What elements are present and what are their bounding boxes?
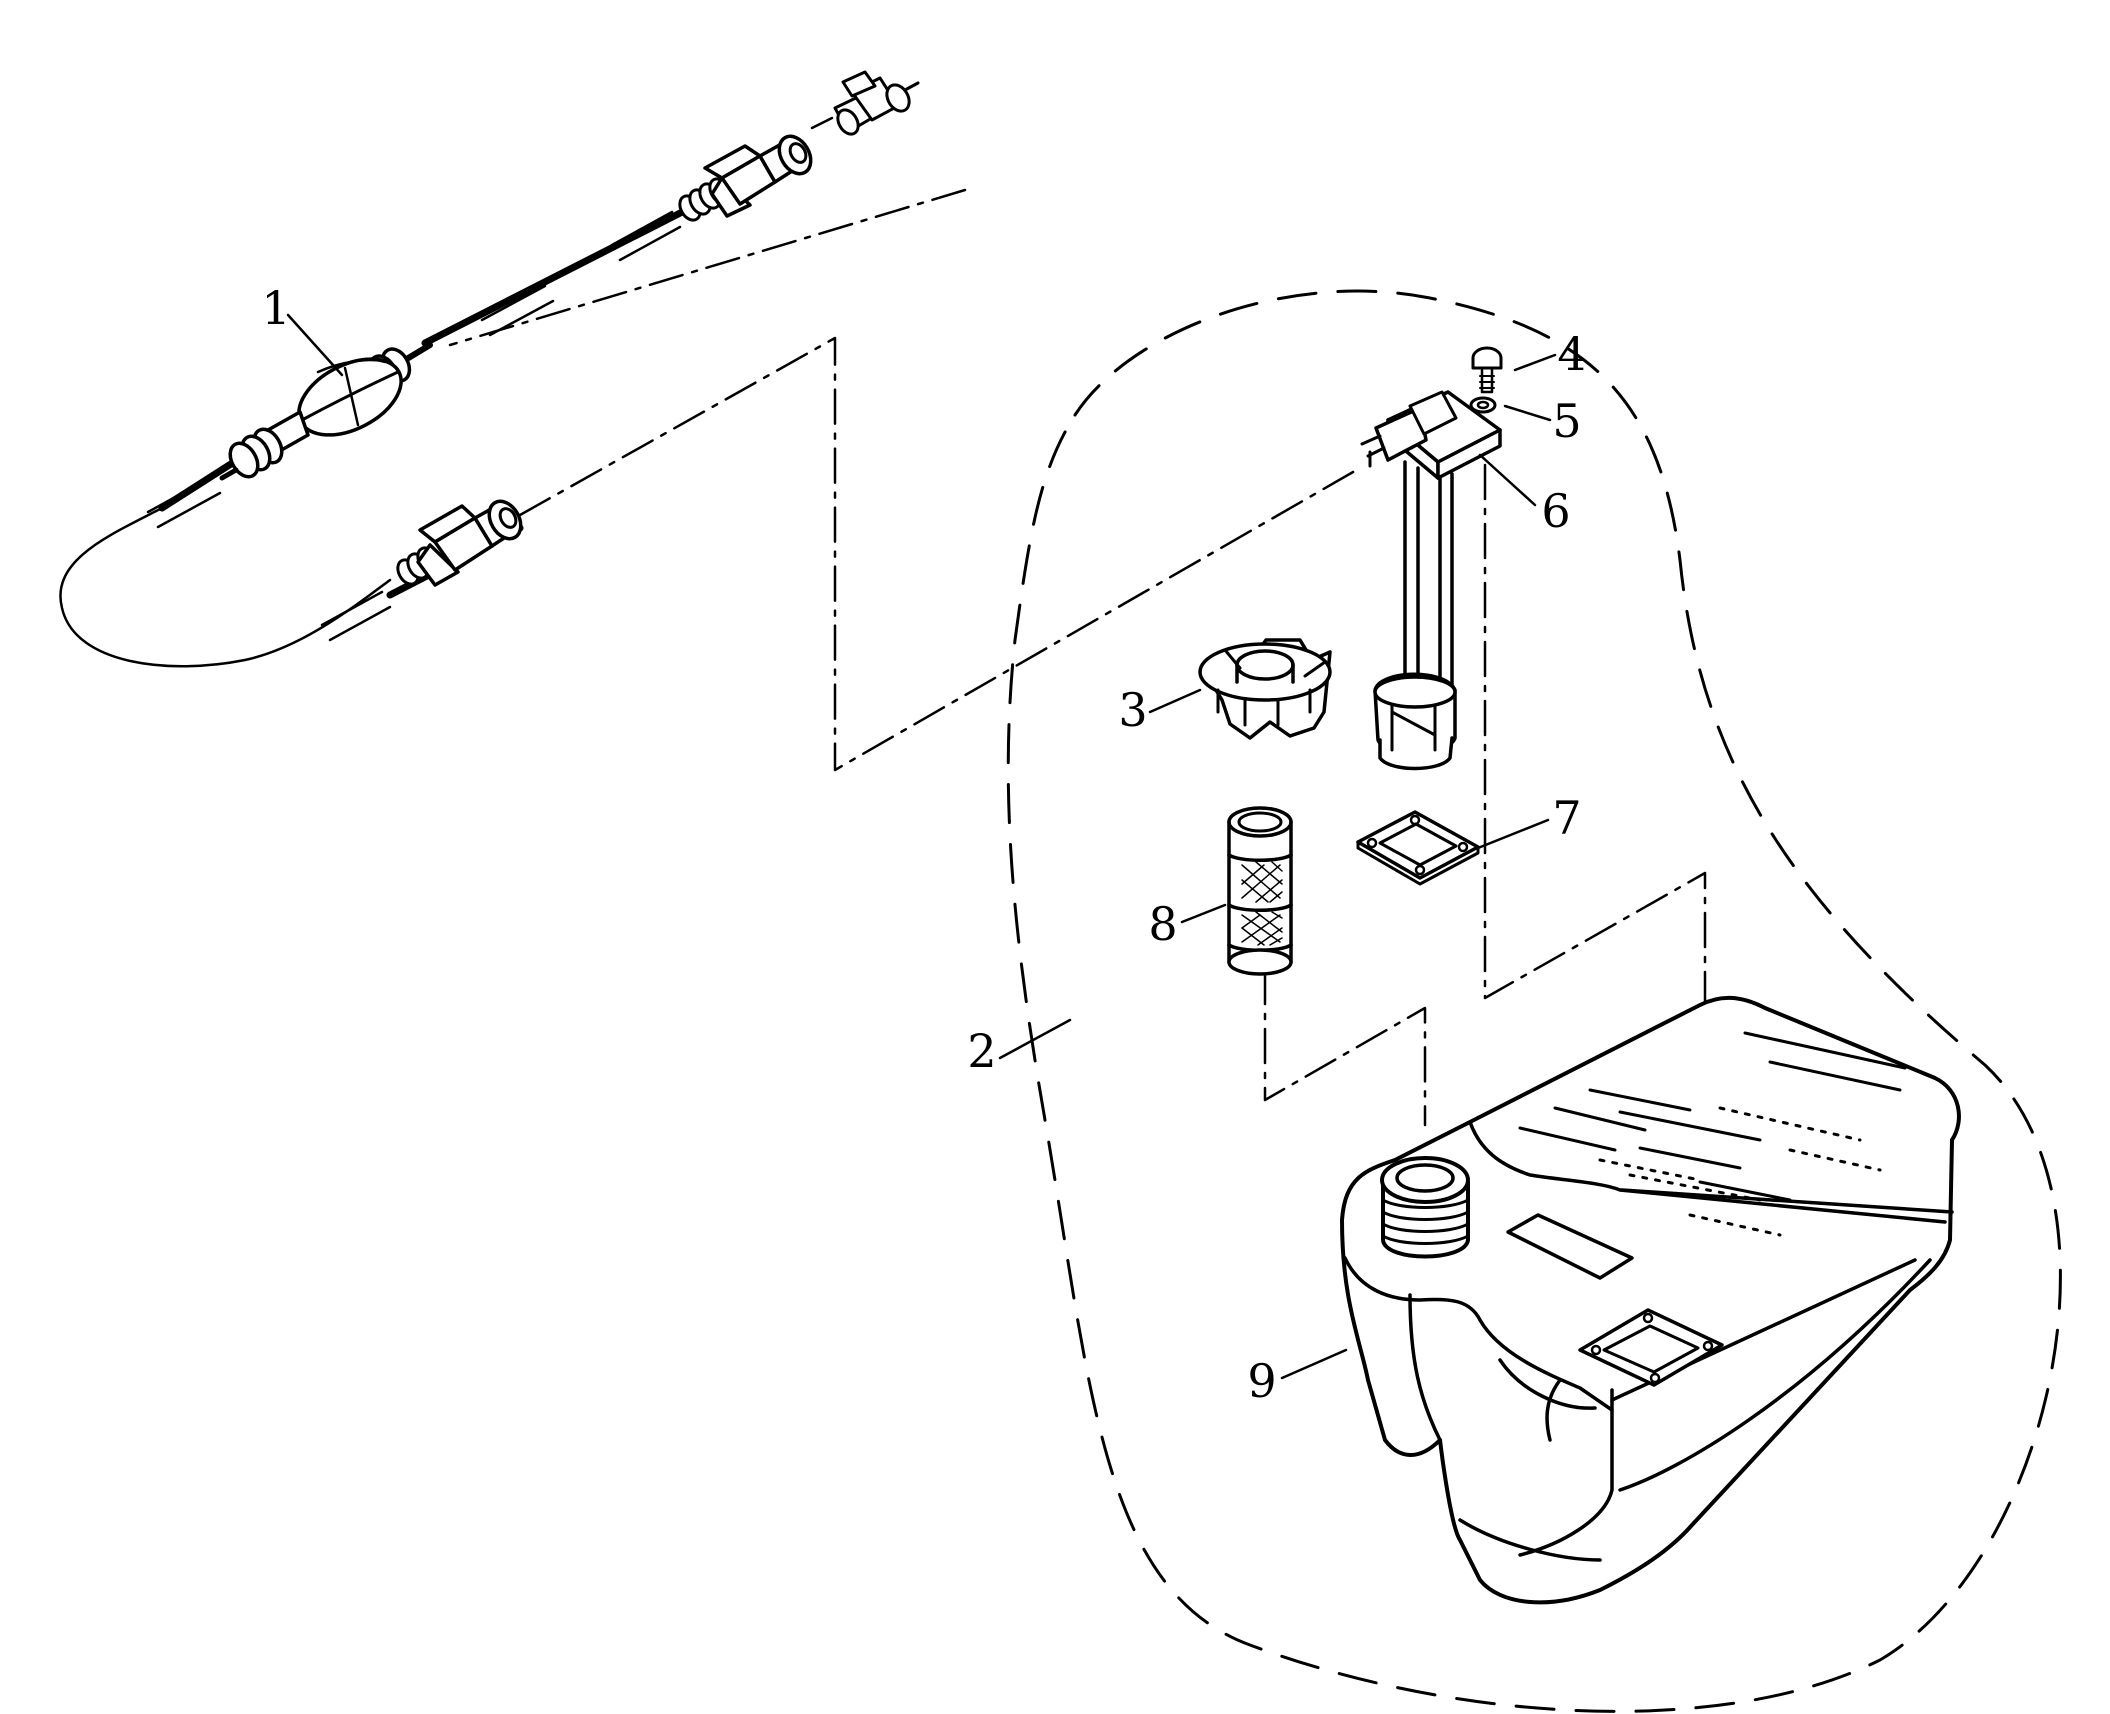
tank-kit-boundary	[1006, 289, 2062, 1713]
leader-3	[1148, 688, 1202, 714]
callout-4: 4	[1557, 327, 1586, 381]
center-line-hose-to-bulb	[448, 188, 967, 347]
tank-body	[1340, 995, 1961, 1605]
filler-neck	[1380, 1156, 1470, 1259]
center-line-strainer-to-filler	[1263, 968, 1427, 1127]
callout-labels: 1 2 3 4 5 6 7 8 9	[261, 281, 1586, 1408]
tank-quick-connector	[396, 499, 523, 587]
callout-6: 6	[1541, 484, 1570, 538]
tank-label-plate	[1506, 1213, 1634, 1280]
leader-8	[1180, 903, 1227, 924]
fuel-tank	[1340, 995, 1961, 1605]
leader-9	[1280, 1348, 1348, 1380]
callout-3: 3	[1118, 683, 1147, 737]
hose-loop	[59, 506, 392, 668]
center-line-sender-to-tank	[1483, 463, 1707, 1387]
leader-2	[998, 1018, 1072, 1060]
leader-4	[1513, 353, 1557, 372]
strainer-filter	[1227, 806, 1293, 976]
callout-9: 9	[1247, 1354, 1276, 1408]
callout-8: 8	[1148, 897, 1177, 951]
screw	[1471, 346, 1503, 394]
fuel-hose-assembly	[59, 70, 920, 668]
gasket	[1356, 810, 1480, 886]
assembly-center-lines	[448, 188, 1707, 1387]
leader-1	[286, 313, 344, 377]
fuel-gauge-sender	[1360, 390, 1502, 771]
callout-1: 1	[261, 281, 290, 335]
washer	[1469, 396, 1497, 414]
leader-5	[1503, 404, 1552, 422]
callout-5: 5	[1552, 394, 1581, 448]
fuel-tank-cap	[1198, 638, 1332, 740]
engine-fuel-fitting	[810, 70, 920, 136]
center-line-connector-to-sender	[518, 336, 1362, 772]
leader-lines	[286, 313, 1557, 1380]
sender-mounting-port	[1578, 1308, 1724, 1387]
callout-7: 7	[1552, 791, 1581, 845]
leader-7	[1476, 818, 1550, 850]
primer-bulb	[219, 342, 433, 481]
leader-6	[1478, 453, 1537, 507]
engine-quick-connector	[678, 134, 813, 222]
callout-2: 2	[967, 1024, 996, 1078]
